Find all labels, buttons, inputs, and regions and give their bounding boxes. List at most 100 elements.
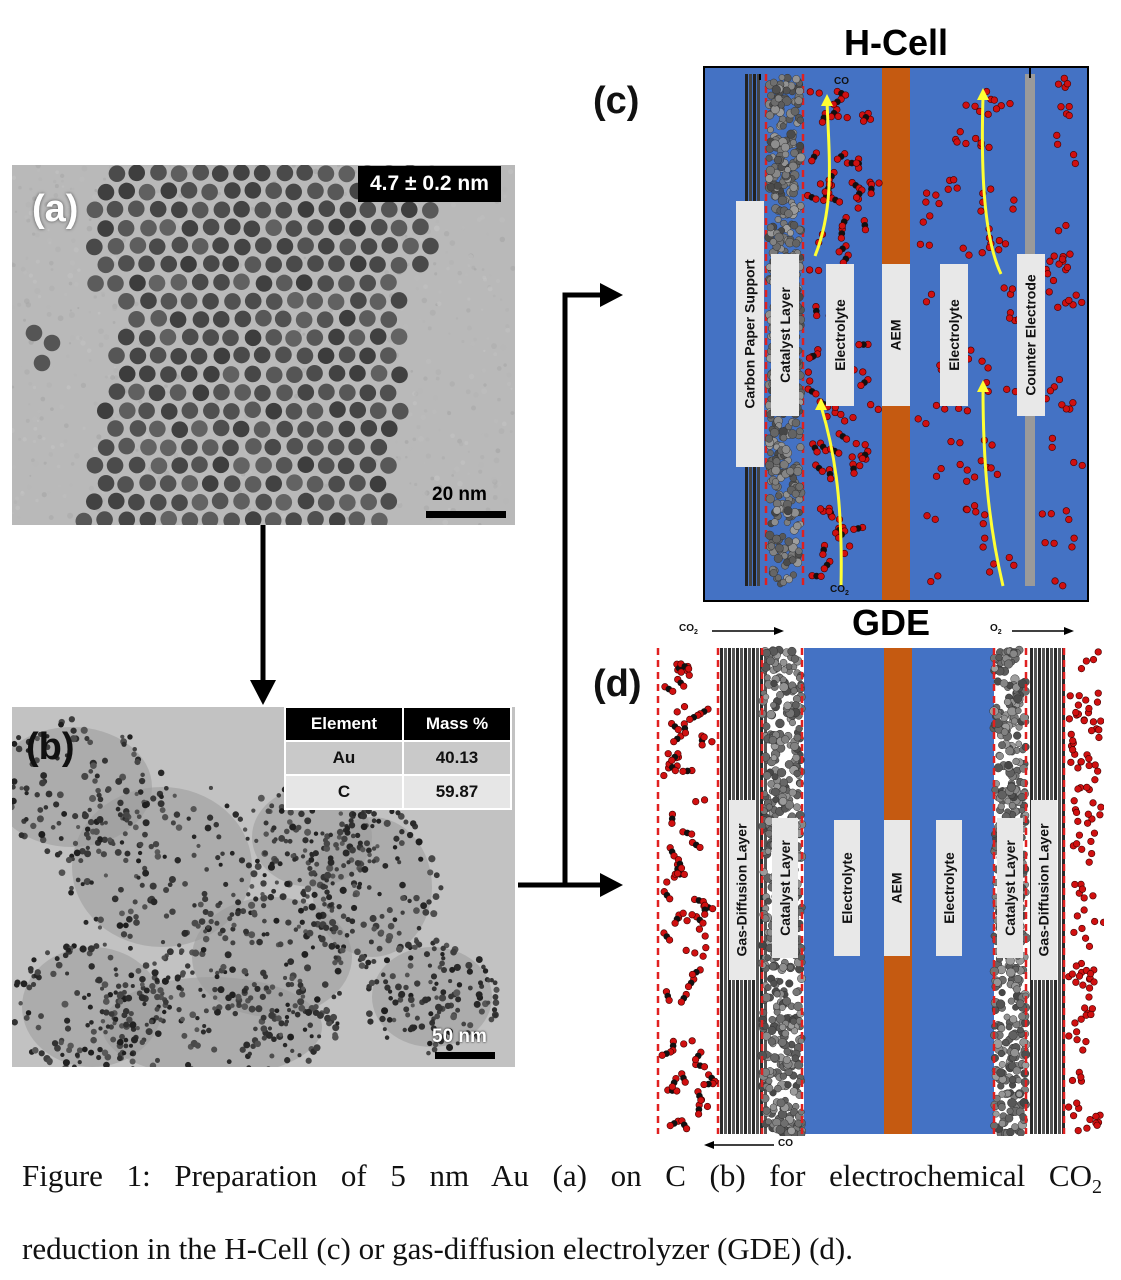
nanoparticle bbox=[213, 383, 230, 401]
nanoparticle bbox=[201, 439, 219, 456]
nanoparticle bbox=[306, 329, 324, 346]
nanoparticle bbox=[338, 309, 356, 327]
nanoparticle bbox=[180, 365, 198, 383]
nanoparticle bbox=[317, 457, 335, 474]
caption-line-1: Figure 1: Preparation of 5 nm Au (a) on … bbox=[22, 1158, 1102, 1199]
nanoparticle bbox=[180, 255, 197, 273]
nanoparticle bbox=[391, 366, 408, 384]
nanoparticle bbox=[128, 456, 146, 474]
nanoparticle bbox=[349, 219, 366, 237]
nanoparticle bbox=[224, 218, 241, 236]
nanoparticle bbox=[129, 420, 147, 437]
nanoparticle bbox=[276, 384, 293, 402]
nanoparticle bbox=[128, 311, 145, 328]
nanoparticle bbox=[285, 512, 302, 525]
nanoparticle bbox=[255, 237, 272, 254]
nanoparticle bbox=[181, 512, 199, 525]
nanoparticle bbox=[390, 292, 408, 309]
label-catalyst-d-right: Catalyst Layer bbox=[997, 818, 1023, 958]
nanoparticle bbox=[87, 275, 104, 292]
nanoparticle bbox=[97, 256, 115, 274]
nanoparticle bbox=[295, 311, 313, 329]
nanoparticle bbox=[265, 182, 282, 200]
nanoparticle bbox=[190, 347, 208, 365]
nanoparticle bbox=[339, 238, 357, 256]
nanoparticle bbox=[328, 218, 345, 236]
nanoparticle bbox=[129, 237, 147, 254]
nanoparticle bbox=[243, 220, 261, 238]
nanoparticle bbox=[169, 311, 187, 328]
nanoparticle bbox=[169, 384, 187, 401]
gas-label-co-top: CO bbox=[834, 76, 849, 87]
nanoparticle bbox=[25, 324, 43, 342]
nanoparticle bbox=[316, 421, 334, 438]
nanoparticle bbox=[297, 201, 315, 218]
nanoparticle bbox=[328, 328, 345, 346]
nanoparticle bbox=[265, 366, 283, 384]
nanoparticle bbox=[128, 383, 145, 401]
nanoparticle bbox=[108, 383, 126, 400]
nanoparticle bbox=[255, 456, 272, 474]
nanoparticle bbox=[212, 419, 230, 437]
nanoparticle bbox=[371, 512, 388, 525]
nanoparticle bbox=[171, 421, 189, 439]
nanoparticle bbox=[380, 311, 398, 328]
composition-table: Element Mass % Au 40.13 C 59.87 bbox=[284, 706, 512, 810]
nanoparticle bbox=[285, 403, 303, 420]
nanoparticle bbox=[213, 201, 231, 219]
nanoparticle bbox=[211, 492, 229, 510]
nanoparticle bbox=[391, 402, 409, 420]
nanoparticle bbox=[318, 383, 335, 401]
nanoparticle bbox=[202, 292, 219, 310]
nanoparticle bbox=[412, 218, 429, 236]
nanoparticle bbox=[307, 510, 324, 525]
nanoparticle bbox=[350, 292, 367, 309]
nanoparticle bbox=[234, 310, 252, 328]
label-electrolyte-c-right: Electrolyte bbox=[940, 264, 968, 406]
nanoparticle bbox=[317, 347, 335, 365]
nanoparticle bbox=[276, 420, 294, 438]
nanoparticle bbox=[118, 292, 135, 310]
nanoparticle bbox=[86, 238, 103, 256]
nanoparticle bbox=[118, 402, 136, 419]
nanoparticle bbox=[222, 439, 239, 457]
nanoparticle bbox=[150, 165, 167, 181]
nanoparticle bbox=[379, 384, 397, 402]
nanoparticle bbox=[275, 201, 293, 219]
nanoparticle bbox=[307, 255, 324, 272]
nanoparticle bbox=[265, 475, 283, 492]
nanoparticle bbox=[307, 439, 324, 456]
nanoparticle bbox=[328, 475, 345, 493]
nanoparticle bbox=[107, 275, 124, 292]
nanoparticle bbox=[233, 492, 250, 510]
nanoparticle bbox=[285, 183, 302, 201]
nanoparticle bbox=[117, 328, 135, 346]
nanoparticle bbox=[160, 292, 178, 310]
nanoparticle bbox=[422, 237, 439, 255]
nanoparticle bbox=[318, 200, 336, 218]
nanoparticle bbox=[213, 347, 231, 365]
nanoparticle bbox=[160, 182, 178, 200]
nanoparticle bbox=[234, 384, 251, 401]
nanoparticle bbox=[264, 438, 282, 456]
nanoparticle bbox=[128, 493, 145, 511]
nanoparticle bbox=[202, 218, 220, 236]
nanoparticle bbox=[285, 220, 303, 237]
nanoparticle bbox=[85, 493, 103, 510]
nanoparticle bbox=[211, 165, 229, 182]
nanoparticle bbox=[255, 309, 272, 327]
nanoparticle bbox=[265, 402, 283, 420]
nanoparticle bbox=[349, 474, 366, 492]
nanoparticle bbox=[359, 274, 376, 292]
table-cell: 40.13 bbox=[402, 740, 512, 776]
label-aem-d: AEM bbox=[884, 820, 910, 956]
nanoparticle bbox=[348, 511, 366, 525]
nanoparticle bbox=[380, 420, 398, 438]
nanoparticle bbox=[244, 182, 262, 199]
nanoparticle bbox=[400, 201, 418, 218]
nanoparticle bbox=[181, 438, 198, 456]
nanoparticle bbox=[148, 384, 166, 402]
nanoparticle bbox=[223, 403, 240, 420]
nanoparticle bbox=[244, 329, 262, 347]
label-electrolyte-d-right: Electrolyte bbox=[936, 820, 962, 956]
